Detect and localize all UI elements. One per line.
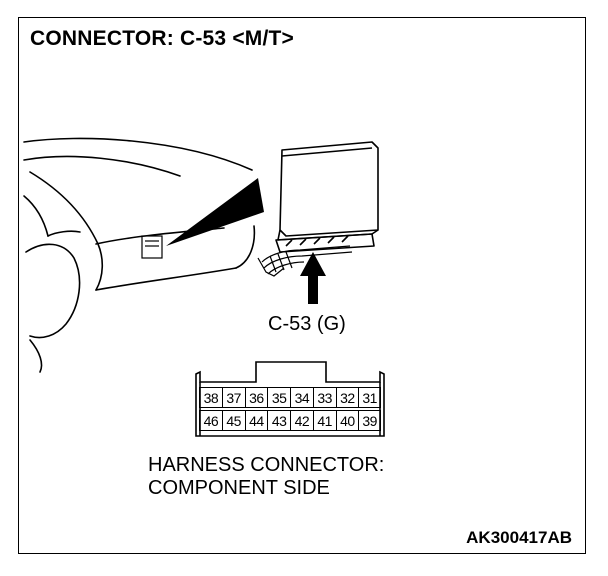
- pin-row-bottom: 46 45 44 43 42 41 40 39: [199, 410, 381, 431]
- pin-cell: 46: [199, 410, 222, 431]
- callout-pointer: [166, 178, 264, 246]
- pin-cell: 45: [221, 410, 245, 431]
- up-arrow-icon: [300, 252, 326, 304]
- pin-cell: 35: [267, 387, 290, 408]
- diagram-title: CONNECTOR: C-53 <M/T>: [30, 27, 295, 50]
- pin-cell: 38: [199, 387, 222, 408]
- pin-cell: 36: [244, 387, 268, 408]
- diagram-frame: [18, 17, 586, 554]
- caption-line-2: COMPONENT SIDE: [148, 477, 330, 499]
- figure-code: AK300417AB: [466, 528, 572, 547]
- pin-cell: 42: [290, 410, 313, 431]
- pin-grid: 38 37 36 35 34 33 32 31 46 45 44 43 42 4…: [199, 387, 381, 433]
- connector-label: C-53 (G): [268, 313, 346, 335]
- pin-cell: 34: [290, 387, 313, 408]
- pin-cell: 33: [312, 387, 336, 408]
- pin-cell: 40: [335, 410, 359, 431]
- connector-caption: HARNESS CONNECTOR: COMPONENT SIDE: [148, 454, 384, 500]
- pin-cell: 43: [267, 410, 290, 431]
- pin-cell: 32: [335, 387, 359, 408]
- pin-cell: 39: [358, 410, 381, 431]
- caption-line-1: HARNESS CONNECTOR:: [148, 454, 385, 476]
- ecu-module-sketch: [275, 141, 379, 253]
- harness-connector-outline: [195, 361, 385, 437]
- pin-cell: 44: [244, 410, 268, 431]
- pin-cell: 31: [358, 387, 381, 408]
- harness-wires: [257, 245, 353, 277]
- pin-cell: 37: [221, 387, 245, 408]
- pin-row-top: 38 37 36 35 34 33 32 31: [199, 387, 381, 408]
- pin-cell: 41: [312, 410, 336, 431]
- connector-location-marker: [141, 235, 163, 259]
- dashboard-sketch: [23, 137, 256, 373]
